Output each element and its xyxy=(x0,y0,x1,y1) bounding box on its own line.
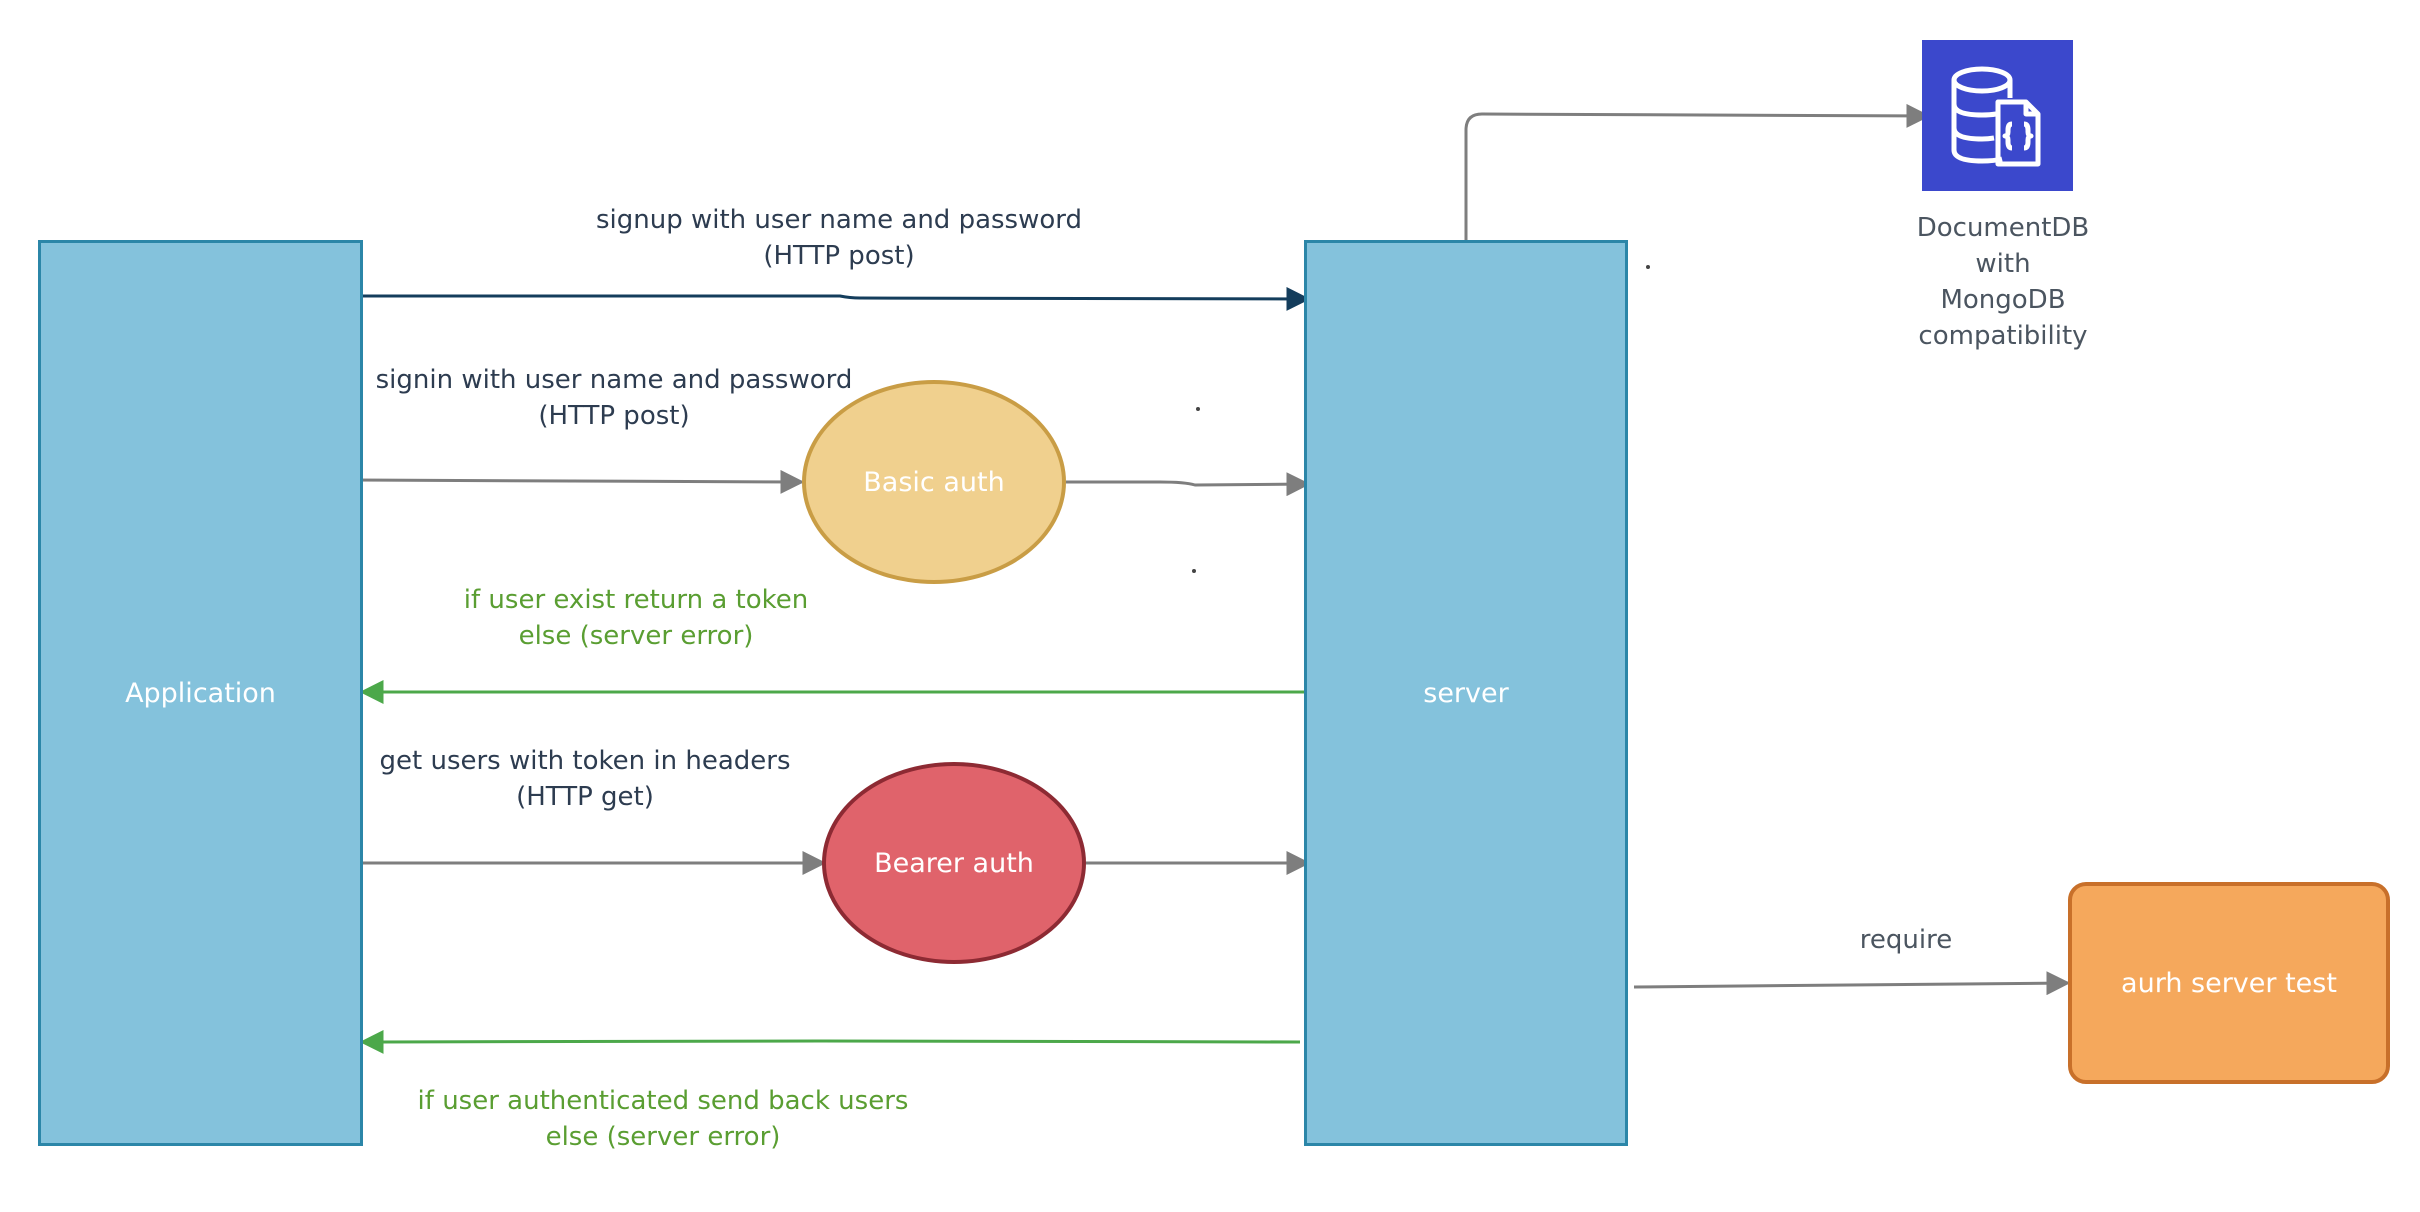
signup-arrow xyxy=(352,286,1311,311)
bearer-auth-node[interactable]: Bearer auth xyxy=(822,762,1086,964)
token-return-label-line: else (server error) xyxy=(518,621,754,651)
documentdb-label-line: MongoDB xyxy=(1940,285,2066,315)
server-node[interactable]: server xyxy=(1304,240,1628,1146)
server-database-connector xyxy=(1454,103,1931,262)
get-users-label-line: (HTTP get) xyxy=(516,782,654,812)
auth-server-test-node[interactable]: aurh server test xyxy=(2068,882,2390,1084)
users-return-label-line: else (server error) xyxy=(545,1122,781,1152)
signup-label-line: (HTTP post) xyxy=(763,241,915,271)
basic-auth-label: Basic auth xyxy=(863,466,1005,498)
database-glyph xyxy=(1951,66,2041,167)
get-users-label-line: get users with token in headers xyxy=(379,746,791,776)
basic-auth-to-server-arrow xyxy=(1066,472,1311,497)
signin-label-line: signin with user name and password xyxy=(375,365,853,395)
users-return-label: if user authenticated send back users el… xyxy=(418,1083,909,1155)
signup-label: signup with user name and password (HTTP… xyxy=(596,202,1082,274)
require-label-text: require xyxy=(1859,925,1953,955)
documentdb-label-line: DocumentDB xyxy=(1916,213,2090,243)
users-return-label-line: if user authenticated send back users xyxy=(417,1086,909,1116)
stray-dot xyxy=(1646,265,1650,269)
documentdb-label-line: compatibility xyxy=(1918,321,2088,351)
get-users-label: get users with token in headers (HTTP ge… xyxy=(380,743,791,815)
require-label: require xyxy=(1860,922,1952,958)
token-return-label-line: if user exist return a token xyxy=(463,585,809,615)
stray-dot xyxy=(1196,407,1200,411)
signin-label: signin with user name and password (HTTP… xyxy=(376,362,853,434)
server-label: server xyxy=(1423,677,1509,709)
basic-auth-node[interactable]: Basic auth xyxy=(802,380,1066,584)
application-node[interactable]: Application xyxy=(38,240,363,1146)
users-return-arrow xyxy=(359,1029,1301,1054)
signin-arrow xyxy=(349,469,805,494)
require-arrow xyxy=(1633,971,2071,996)
documentdb-label-line: with xyxy=(1975,249,2031,279)
documentdb-icon[interactable] xyxy=(1922,40,2073,191)
application-label: Application xyxy=(125,677,276,709)
documentdb-label: DocumentDB with MongoDB compatibility xyxy=(1917,210,2090,354)
bearer-auth-label: Bearer auth xyxy=(874,847,1034,879)
auth-server-test-label: aurh server test xyxy=(2121,967,2337,999)
stray-dot xyxy=(1192,569,1196,573)
signin-label-line: (HTTP post) xyxy=(538,401,690,431)
token-return-label: if user exist return a token else (serve… xyxy=(464,582,808,654)
signup-label-line: signup with user name and password xyxy=(595,205,1083,235)
